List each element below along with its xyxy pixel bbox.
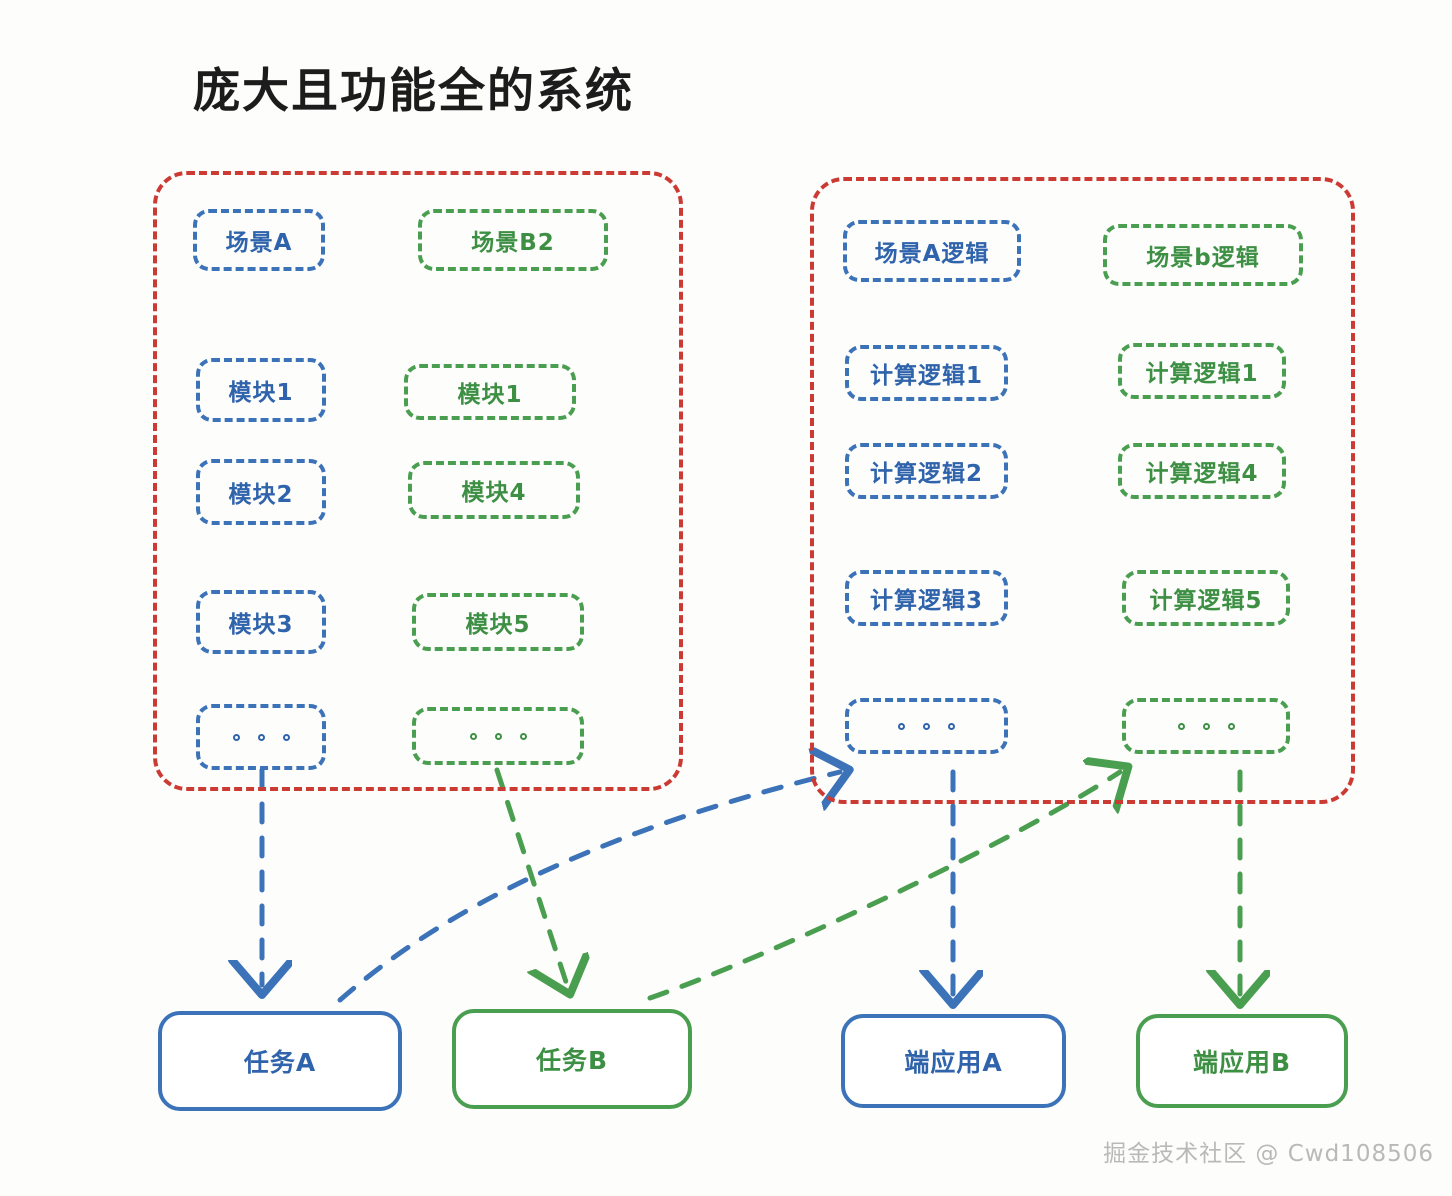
node-label: 计算逻辑5	[1149, 588, 1263, 614]
node-label: 模块1	[457, 382, 523, 408]
node-module-4-green[interactable]: 模块4	[408, 461, 580, 519]
node-scene-a[interactable]: 场景A	[193, 209, 325, 271]
watermark: 掘金技术社区 @ Cwd108506	[1103, 1141, 1434, 1167]
node-calc-logic-4-green[interactable]: 计算逻辑4	[1118, 443, 1286, 499]
endbox-app-b[interactable]: 端应用B	[1136, 1014, 1348, 1108]
node-label: 计算逻辑1	[869, 363, 983, 389]
ellipsis-dots-icon	[469, 732, 527, 740]
node-module-5-green[interactable]: 模块5	[412, 593, 584, 651]
endbox-app-a[interactable]: 端应用A	[841, 1014, 1066, 1108]
system-group-right	[810, 177, 1355, 804]
node-calc-logic-1-blue[interactable]: 计算逻辑1	[845, 345, 1008, 401]
node-label: 模块3	[228, 612, 294, 638]
node-calc-logic-5-green[interactable]: 计算逻辑5	[1122, 570, 1290, 626]
ellipsis-dots-icon	[232, 733, 290, 741]
node-label: 模块2	[228, 482, 294, 508]
node-module-1-blue[interactable]: 模块1	[196, 358, 326, 422]
endbox-label: 端应用B	[1192, 1048, 1292, 1077]
node-scene-a-logic[interactable]: 场景A逻辑	[843, 220, 1021, 282]
node-label: 场景B2	[471, 230, 555, 256]
endbox-label: 端应用A	[904, 1048, 1003, 1077]
node-module-2-blue[interactable]: 模块2	[196, 459, 326, 525]
arrow-taskA-to-right-blue	[337, 772, 840, 1003]
node-module-3-blue[interactable]: 模块3	[196, 590, 326, 654]
node-label: 计算逻辑3	[869, 588, 983, 614]
node-label: 场景b逻辑	[1146, 245, 1260, 271]
node-ellipsis-right-blue[interactable]	[845, 698, 1008, 754]
node-ellipsis-right-green[interactable]	[1122, 698, 1290, 754]
node-label: 模块1	[228, 380, 294, 406]
node-label: 模块4	[461, 480, 527, 506]
arrow-left-green-to-taskB	[494, 767, 567, 985]
endbox-label: 任务A	[243, 1048, 317, 1077]
node-label: 计算逻辑2	[869, 461, 983, 487]
endbox-task-a[interactable]: 任务A	[158, 1011, 402, 1111]
node-label: 场景A	[225, 230, 293, 256]
node-label: 模块5	[465, 612, 531, 638]
ellipsis-dots-icon	[898, 722, 955, 730]
node-ellipsis-left-green[interactable]	[412, 707, 584, 765]
endbox-task-b[interactable]: 任务B	[452, 1009, 692, 1109]
node-label: 计算逻辑1	[1145, 361, 1259, 387]
arrow-taskB-to-right-green	[647, 772, 1120, 1001]
system-group-left	[153, 171, 683, 791]
node-module-1-green[interactable]: 模块1	[404, 364, 576, 420]
node-ellipsis-left-blue[interactable]	[196, 704, 326, 770]
node-label: 计算逻辑4	[1145, 461, 1259, 487]
node-calc-logic-3-blue[interactable]: 计算逻辑3	[845, 570, 1008, 626]
node-calc-logic-1-green[interactable]: 计算逻辑1	[1118, 343, 1286, 399]
node-scene-b2[interactable]: 场景B2	[418, 209, 608, 271]
node-label: 场景A逻辑	[874, 241, 990, 267]
node-scene-b-logic[interactable]: 场景b逻辑	[1103, 224, 1303, 286]
ellipsis-dots-icon	[1177, 722, 1235, 730]
endbox-label: 任务B	[535, 1046, 609, 1075]
node-calc-logic-2-blue[interactable]: 计算逻辑2	[845, 443, 1008, 499]
page-title: 庞大且功能全的系统	[193, 64, 634, 119]
